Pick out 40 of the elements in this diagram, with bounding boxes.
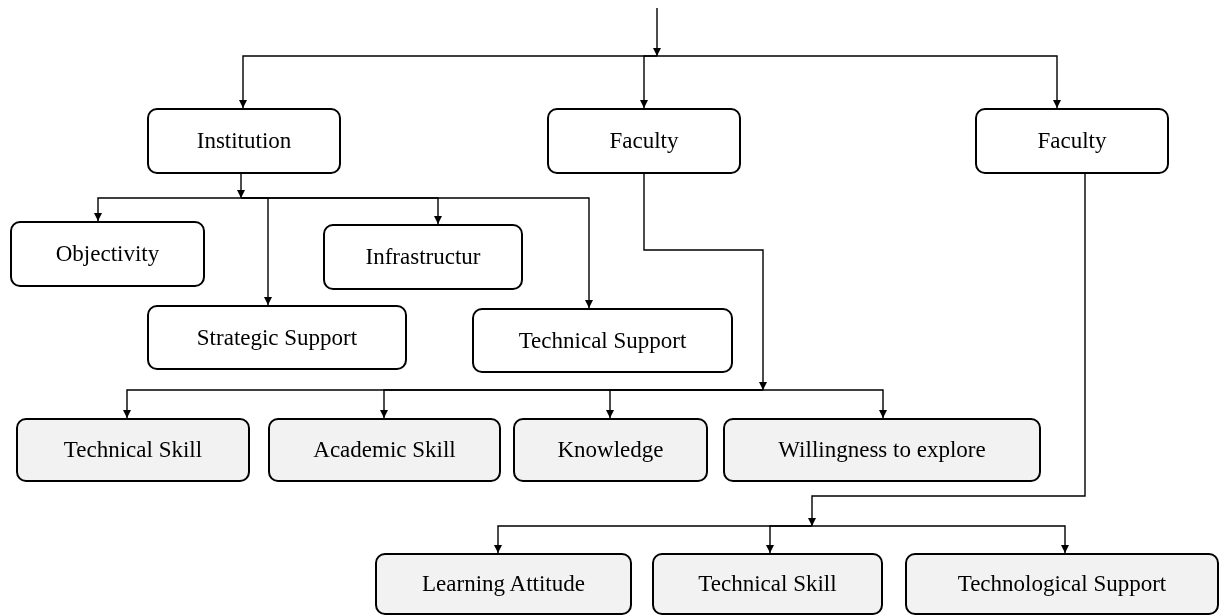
arrow — [808, 173, 1086, 527]
process-box — [472, 308, 733, 373]
arrow — [762, 389, 887, 419]
arrow — [640, 55, 658, 109]
arrow — [643, 173, 767, 391]
box-label: Technological Support — [957, 571, 1167, 597]
box-label: Faculty — [609, 128, 679, 154]
arrow — [766, 525, 813, 554]
process-box — [905, 553, 1219, 615]
process-box — [723, 418, 1041, 482]
arrow — [653, 7, 661, 57]
process-box — [147, 108, 341, 174]
box-label: Knowledge — [557, 437, 664, 463]
arrow — [237, 173, 245, 199]
process-box — [10, 221, 205, 287]
arrow — [811, 525, 1069, 554]
process-box — [375, 553, 632, 615]
process-box — [147, 305, 407, 370]
box-label: Learning Attitude — [422, 571, 585, 597]
box-label: Technical Skill — [63, 437, 203, 463]
process-box — [16, 418, 250, 482]
box-label: Objectivity — [55, 241, 160, 267]
box-label: Academic Skill — [313, 437, 456, 463]
box-label: Strategic Support — [196, 324, 358, 351]
process-box — [513, 418, 708, 482]
arrow — [656, 55, 1061, 109]
process-box — [268, 418, 501, 482]
arrow — [94, 197, 242, 222]
box-label: Institution — [196, 128, 292, 154]
box-label: Technical Skill — [698, 571, 837, 597]
process-box — [323, 224, 523, 290]
process-box — [652, 553, 883, 615]
process-box — [975, 108, 1169, 174]
box-label: Technical Support — [518, 327, 687, 354]
box-label: Willingness to explore — [778, 437, 986, 463]
arrow — [606, 389, 764, 419]
process-box — [547, 108, 741, 174]
box-label: Infrastructur — [365, 244, 481, 270]
arrow — [240, 197, 593, 309]
box-label: Faculty — [1037, 128, 1107, 154]
